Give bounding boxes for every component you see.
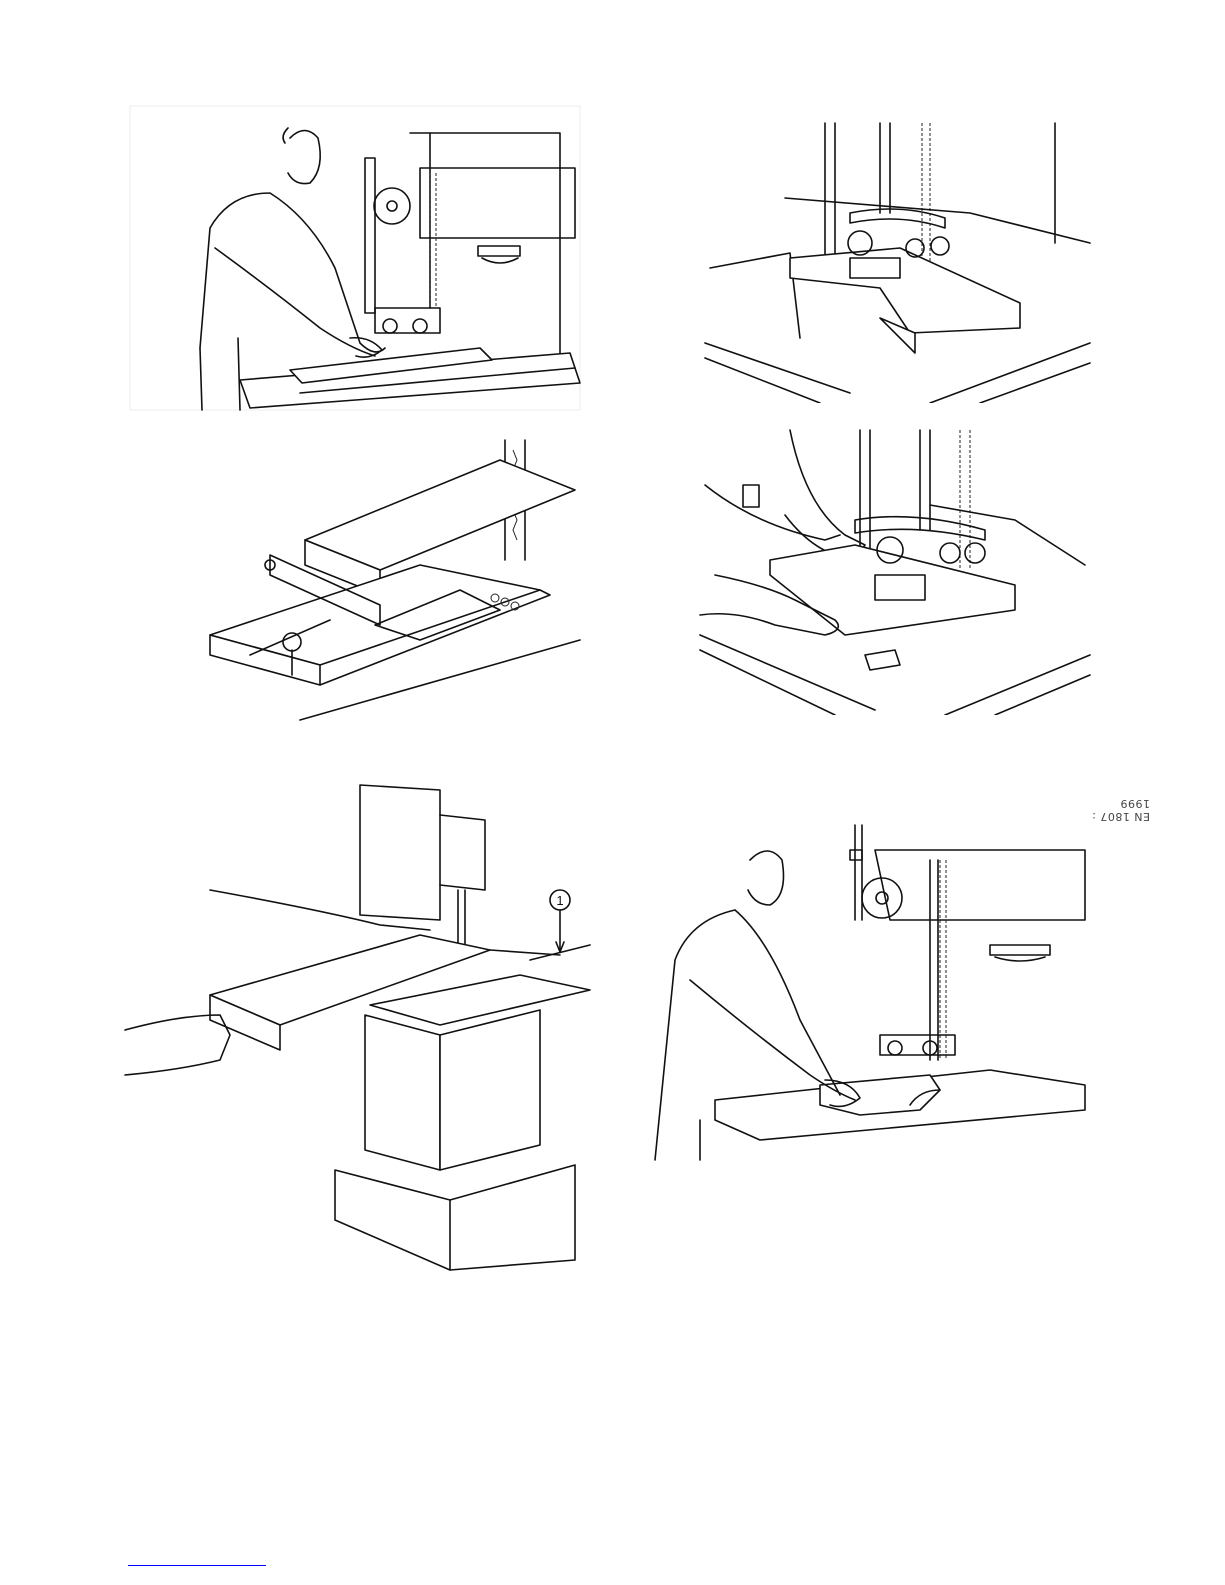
band-saw-operator-ripping-illustration (120, 98, 590, 418)
operator-ripping-drawing (120, 98, 590, 418)
band-saw-operator-curve-cutting-illustration (640, 820, 1095, 1165)
band-saw-angle-jig-illustration (120, 430, 590, 725)
hands-push-block-drawing (695, 425, 1095, 715)
band-saw-guide-wedge-cut-illustration (700, 118, 1095, 403)
band-saw-hands-push-block-illustration (695, 425, 1095, 715)
standard-reference-stamp: EN 1807 : 1999 (1070, 797, 1150, 823)
guide-wedge-drawing (700, 118, 1095, 403)
operator-curve-cutting-drawing (640, 820, 1095, 1165)
workpiece-support-drawing: 1 (120, 780, 595, 1272)
footnote-separator-line (128, 1565, 266, 1566)
angle-jig-drawing (120, 430, 590, 725)
band-saw-long-workpiece-support-illustration: 1 (120, 780, 595, 1272)
callout-number: 1 (556, 893, 563, 908)
